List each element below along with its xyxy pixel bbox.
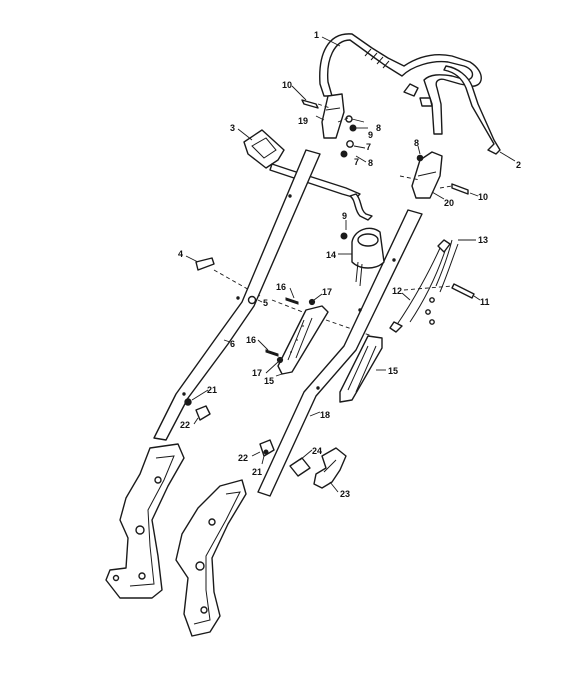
callout-22a: 22 bbox=[180, 420, 190, 430]
right-handle-tube bbox=[257, 209, 423, 497]
callout-17b: 17 bbox=[252, 368, 262, 378]
callout-18: 18 bbox=[320, 410, 330, 420]
callout-22b: 22 bbox=[238, 453, 248, 463]
callout-24: 24 bbox=[312, 446, 322, 456]
knob-right bbox=[259, 439, 275, 457]
callout-17a: 17 bbox=[322, 287, 332, 297]
leader-lines bbox=[185, 36, 516, 493]
callout-10b: 10 bbox=[478, 192, 488, 202]
callout-7a: 7 bbox=[366, 142, 371, 152]
nut bbox=[247, 295, 257, 305]
clamp-plate-left bbox=[277, 305, 329, 375]
callout-11: 11 bbox=[480, 297, 490, 307]
callout-21a: 21 bbox=[207, 385, 217, 395]
callout-14: 14 bbox=[326, 250, 336, 260]
lever-rod-assembly bbox=[243, 129, 373, 221]
clamp-bracket-left bbox=[321, 93, 345, 139]
long-bolt bbox=[451, 283, 475, 299]
locking-lever bbox=[313, 447, 347, 489]
clamp-plate-right bbox=[339, 335, 383, 403]
left-handle-tube bbox=[153, 149, 321, 441]
callout-13: 13 bbox=[478, 235, 488, 245]
mounting-bracket-left bbox=[105, 443, 185, 599]
callout-2: 2 bbox=[516, 160, 521, 170]
knob-left bbox=[184, 398, 211, 421]
callout-19: 19 bbox=[298, 116, 308, 126]
control-cables bbox=[389, 239, 459, 333]
callout-23: 23 bbox=[340, 489, 350, 499]
callout-10a: 10 bbox=[282, 80, 292, 90]
callout-8b: 8 bbox=[368, 158, 373, 168]
callout-8c: 8 bbox=[414, 138, 419, 148]
callout-16a: 16 bbox=[276, 282, 286, 292]
callout-20: 20 bbox=[444, 198, 454, 208]
callout-15a: 15 bbox=[388, 366, 398, 376]
callout-9a: 9 bbox=[368, 130, 373, 140]
callout-9b: 9 bbox=[342, 211, 347, 221]
clamp-bracket-right bbox=[411, 151, 443, 199]
callout-4: 4 bbox=[178, 249, 183, 259]
top-handle-bar bbox=[319, 33, 482, 135]
callout-16b: 16 bbox=[246, 335, 256, 345]
cable-box bbox=[351, 227, 385, 287]
callout-7b: 7 bbox=[354, 157, 359, 167]
callout-labels: 1 2 3 4 5 6 7 7 8 8 8 9 9 10 10 11 12 13… bbox=[178, 30, 521, 499]
callout-6: 6 bbox=[230, 339, 235, 349]
callout-21b: 21 bbox=[252, 467, 262, 477]
mounting-bracket-right bbox=[175, 479, 247, 637]
cable-clip bbox=[195, 257, 215, 271]
callout-15b: 15 bbox=[264, 376, 274, 386]
bolt-nut-set bbox=[265, 297, 316, 364]
bail-bar bbox=[443, 65, 501, 155]
callout-3: 3 bbox=[230, 123, 235, 133]
callout-12: 12 bbox=[392, 286, 402, 296]
callout-8a: 8 bbox=[376, 123, 381, 133]
callout-5: 5 bbox=[263, 298, 268, 308]
bushing bbox=[289, 457, 311, 477]
callout-1: 1 bbox=[314, 30, 319, 40]
